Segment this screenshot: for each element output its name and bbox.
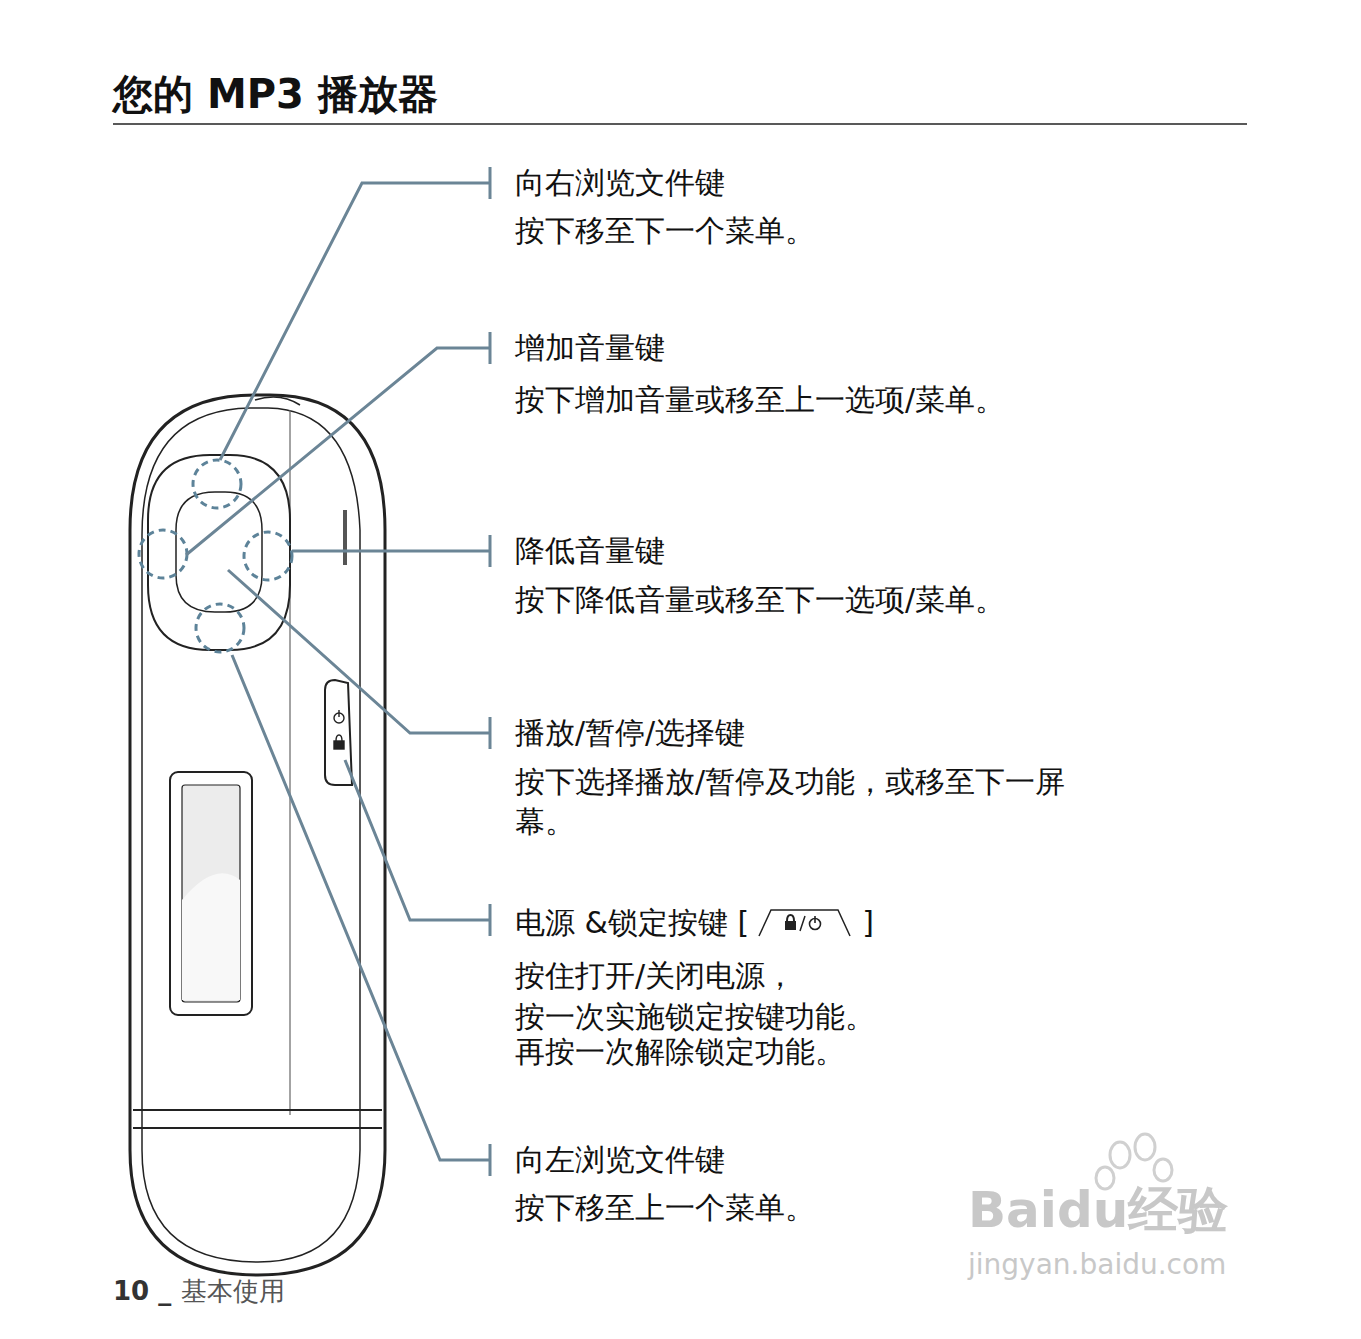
key-name: 向右浏览文件键: [515, 165, 725, 201]
key-description: 按住打开/关闭电源，: [515, 958, 795, 994]
key-description: 按下移至下一个菜单。: [515, 213, 815, 249]
side-button-icons: [334, 710, 344, 749]
key-description: 按下增加音量或移至上一选项/菜单。: [515, 382, 1005, 418]
section-name: 基本使用: [181, 1276, 285, 1307]
key-description: 再按一次解除锁定功能。: [515, 1034, 845, 1070]
leader-lines: [186, 167, 490, 1176]
watermark: jingyan.baidu.com: [968, 1248, 1226, 1282]
device-body: [130, 395, 385, 1275]
watermark: Baidu经验: [968, 1180, 1228, 1240]
key-highlight-circles: [139, 460, 292, 652]
key-description: 按下移至上一个菜单。: [515, 1190, 815, 1226]
power-lock-key-icon: [757, 908, 852, 938]
page-title: 您的 MP3 播放器: [113, 70, 438, 118]
key-name: 播放/暂停/选择键: [515, 715, 745, 751]
key-description: 按一次实施锁定按键功能。: [515, 999, 875, 1035]
bracket: ]: [862, 905, 874, 941]
title-rule: [113, 123, 1247, 125]
key-description: 按下降低音量或移至下一选项/菜单。: [515, 582, 1005, 618]
key-name: 向左浏览文件键: [515, 1142, 725, 1178]
key-description: 按下选择播放/暂停及功能，或移至下一屏幕。: [515, 762, 1115, 842]
key-name: 增加音量键: [515, 330, 665, 366]
key-name: 电源 &锁定按键 [: [515, 905, 749, 941]
watermark-paw: [1096, 1134, 1172, 1189]
page-number: 10 _: [113, 1276, 171, 1307]
key-name: 降低音量键: [515, 533, 665, 569]
